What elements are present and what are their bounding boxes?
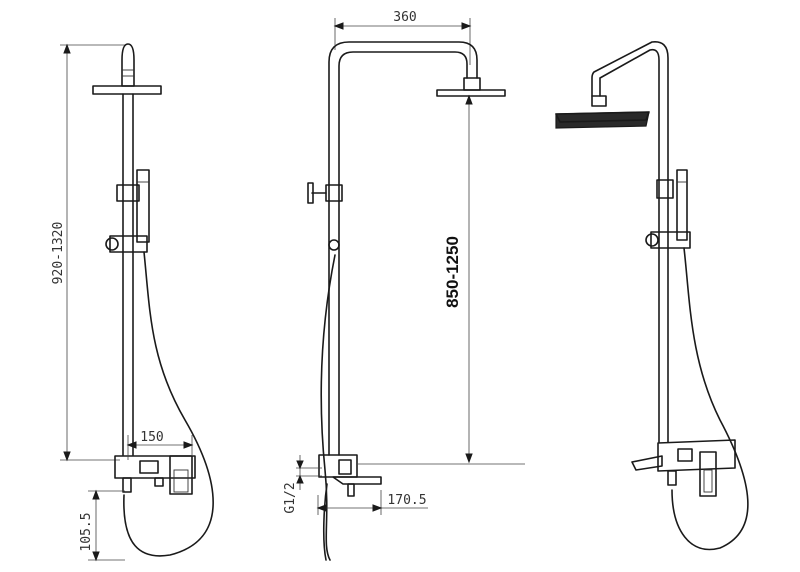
side-spout — [332, 476, 382, 485]
persp-overhead-arm — [599, 48, 660, 443]
front-mixer-body — [114, 455, 196, 479]
perspective-view — [555, 41, 749, 551]
inlet-offset-label: 105.5 — [79, 512, 94, 551]
mixer-width-label: 150 — [140, 430, 163, 445]
persp-hand-shower — [676, 169, 688, 241]
front-slide-bracket — [109, 235, 148, 253]
front-hose — [123, 251, 214, 557]
side-view: 360 850-1250 G1/ — [283, 10, 525, 561]
spout-length-label: 170.5 — [387, 493, 426, 508]
persp-mixer — [657, 439, 736, 472]
persp-slide-bracket — [650, 231, 691, 249]
front-view: 920-1320 150 — [51, 43, 214, 562]
side-hose — [320, 254, 336, 561]
thread-label: G1/2 — [283, 482, 298, 513]
side-slider — [328, 239, 340, 251]
shower-height-label: 850-1250 — [443, 236, 462, 308]
persp-upper-clamp — [656, 179, 674, 199]
front-rain-head — [92, 85, 162, 95]
persp-mixer-handle — [699, 451, 717, 497]
persp-hose — [671, 247, 749, 551]
front-mixer-handle — [169, 455, 193, 495]
front-arm-stub — [121, 43, 135, 87]
front-hand-shower — [136, 169, 150, 243]
side-knob — [307, 182, 314, 204]
side-rain-head — [436, 89, 506, 97]
side-overhead-arm — [328, 41, 478, 456]
overall-height-label: 920-1320 — [51, 222, 66, 285]
arm-reach-label: 360 — [393, 10, 416, 25]
persp-spout — [631, 455, 663, 471]
front-upper-clamp — [116, 184, 140, 202]
